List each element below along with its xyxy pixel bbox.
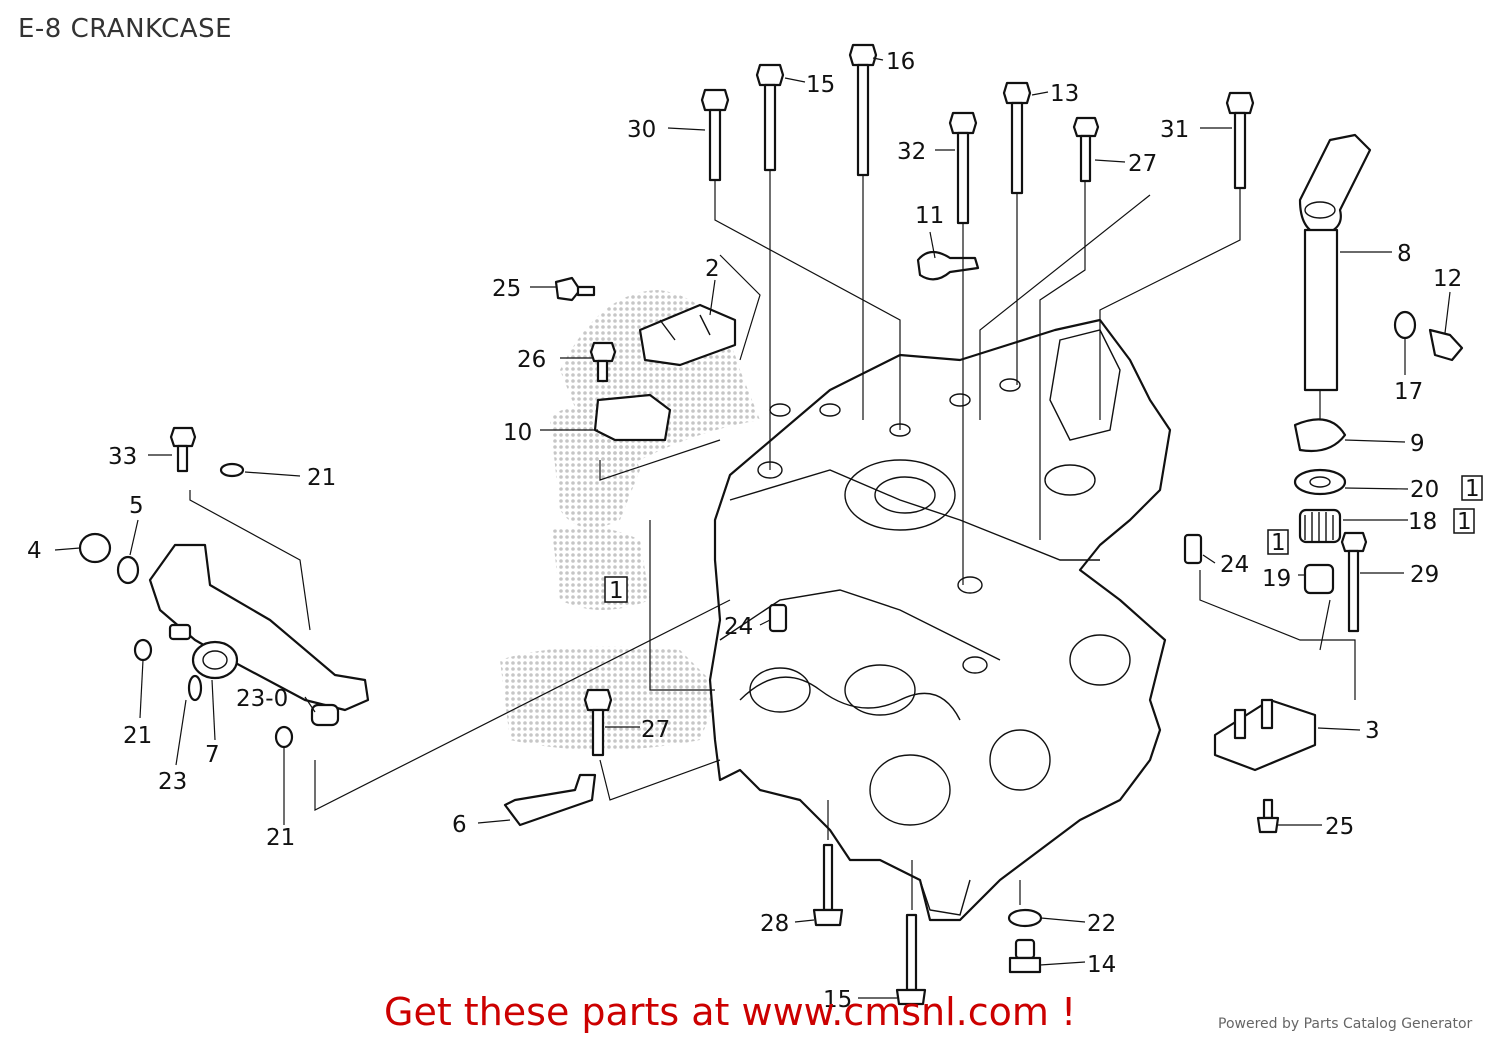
label-27-bottom: 27 — [641, 717, 670, 743]
bolt-28[interactable] — [812, 843, 844, 927]
leader-lines — [189, 170, 1356, 910]
label-26: 26 — [517, 347, 546, 373]
washer-20[interactable] — [1293, 468, 1347, 496]
bolt-26[interactable] — [589, 341, 617, 383]
bracket-2[interactable] — [638, 303, 737, 367]
label-23: 23 — [158, 769, 187, 795]
ref-box-18-label: 1 — [1457, 509, 1472, 535]
label-12: 12 — [1433, 266, 1462, 292]
label-10: 10 — [503, 420, 532, 446]
promo-link[interactable]: Get these parts at www.cmsnl.com ! — [384, 990, 1077, 1034]
bolt-15-top[interactable] — [755, 63, 785, 172]
bolt-29[interactable] — [1340, 531, 1368, 633]
ref-box-1-label: 1 — [609, 578, 624, 604]
label-21-bottom: 21 — [266, 825, 295, 851]
plate-6[interactable] — [503, 773, 597, 827]
label-24-left: 24 — [724, 614, 753, 640]
label-27-top: 27 — [1128, 151, 1157, 177]
label-15-top: 15 — [806, 72, 835, 98]
label-24-right: 24 — [1220, 552, 1249, 578]
label-8: 8 — [1397, 241, 1412, 267]
ref-box-19 — [1267, 529, 1289, 555]
label-20: 20 — [1410, 477, 1439, 503]
spring-9[interactable] — [1293, 418, 1347, 453]
washer-22[interactable] — [1007, 908, 1043, 928]
label-2: 2 — [705, 256, 720, 282]
clip-11[interactable] — [916, 250, 980, 281]
dowel-24-left[interactable] — [768, 603, 788, 633]
label-31: 31 — [1160, 117, 1189, 143]
label-4: 4 — [27, 538, 42, 564]
ref-box-18 — [1453, 508, 1475, 534]
label-21-top: 21 — [307, 465, 336, 491]
cap-4[interactable] — [78, 532, 112, 564]
label-7: 7 — [205, 742, 220, 768]
label-18: 18 — [1408, 509, 1437, 535]
water-pipe-7[interactable] — [148, 543, 370, 712]
bolt-12[interactable] — [1428, 328, 1464, 362]
ref-box-20-label: 1 — [1465, 476, 1480, 502]
washer-17[interactable] — [1393, 310, 1417, 340]
label-21-mid: 21 — [123, 723, 152, 749]
label-13: 13 — [1050, 81, 1079, 107]
label-29: 29 — [1410, 562, 1439, 588]
o-ring-21-bottom[interactable] — [274, 725, 294, 749]
label-3: 3 — [1365, 718, 1380, 744]
label-25-bottom: 25 — [1325, 814, 1354, 840]
shift-shaft-8[interactable] — [1298, 133, 1372, 392]
crankcase-body[interactable] — [708, 318, 1172, 922]
joint-23-0[interactable] — [310, 703, 340, 727]
callout-lines — [54, 57, 1451, 999]
label-28: 28 — [760, 911, 789, 937]
clamp-10[interactable] — [593, 393, 672, 442]
bolt-27-bottom[interactable] — [583, 688, 613, 757]
label-5: 5 — [129, 493, 144, 519]
label-33: 33 — [108, 444, 137, 470]
dowel-24-right[interactable] — [1183, 533, 1203, 565]
label-23-0: 23-0 — [236, 686, 288, 712]
ref-box-20 — [1461, 475, 1483, 501]
bolt-33[interactable] — [169, 426, 197, 473]
ref-box-19-label: 1 — [1271, 530, 1286, 556]
o-ring-21-top[interactable] — [219, 462, 245, 478]
label-32: 32 — [897, 139, 926, 165]
bolt-13[interactable] — [1002, 81, 1032, 195]
ref-box-1 — [604, 576, 628, 603]
gear-18[interactable] — [1298, 508, 1342, 544]
powered-by-text: Powered by Parts Catalog Generator — [1218, 1016, 1473, 1032]
label-6: 6 — [452, 812, 467, 838]
label-30: 30 — [627, 117, 656, 143]
o-ring-5[interactable] — [116, 555, 140, 585]
label-9: 9 — [1410, 431, 1425, 457]
bolt-16[interactable] — [848, 43, 878, 177]
bolt-25-top[interactable] — [554, 276, 596, 302]
o-ring-21-mid[interactable] — [133, 638, 153, 662]
bolt-31[interactable] — [1225, 91, 1255, 190]
bolt-27-top[interactable] — [1072, 116, 1100, 183]
label-16: 16 — [886, 49, 915, 75]
label-22: 22 — [1087, 911, 1116, 937]
label-19: 19 — [1262, 566, 1291, 592]
bolt-30[interactable] — [700, 88, 730, 182]
bolt-14[interactable] — [1008, 938, 1042, 974]
label-11: 11 — [915, 203, 944, 229]
plate-3[interactable] — [1213, 698, 1317, 772]
label-14: 14 — [1087, 952, 1116, 978]
o-ring-23[interactable] — [187, 674, 203, 702]
bolt-32[interactable] — [948, 111, 978, 225]
label-25-top: 25 — [492, 276, 521, 302]
collar-19[interactable] — [1303, 563, 1335, 595]
bolt-25-bottom[interactable] — [1256, 798, 1280, 834]
bolt-15-bottom[interactable] — [895, 913, 927, 1006]
label-17: 17 — [1394, 379, 1423, 405]
page-title: E-8 CRANKCASE — [18, 14, 233, 44]
label-15-bottom: 15 — [823, 987, 852, 1013]
